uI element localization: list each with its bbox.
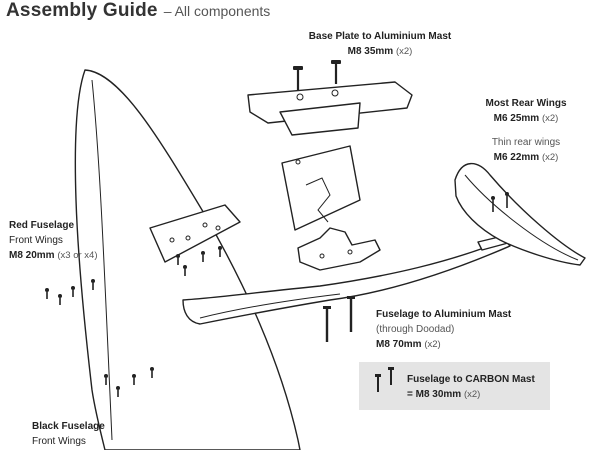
thin-rear-note: Thin rear wings [491, 137, 561, 148]
carbon-mast-screws [375, 367, 394, 392]
front-wing-mount-plate [149, 204, 241, 263]
fuselage-carbon-post: Mast [509, 374, 535, 385]
base-plate-qty: (x2) [395, 46, 413, 57]
most-rear-qty: (x2) [541, 113, 559, 124]
fuselage-alu-note: (through Doodad) [376, 324, 455, 335]
red-fuselage-subheading: Front Wings [9, 235, 63, 246]
most-rear-heading: Most Rear Wings [485, 98, 567, 109]
title-main: Assembly Guide [6, 0, 158, 21]
base-plate-heading: Base Plate to Aluminium Mast [308, 31, 452, 42]
mast-section [281, 145, 361, 231]
fuselage-alu-heading-bold: Aluminium Mast [433, 309, 512, 320]
base-plate-block [279, 102, 361, 136]
page-title: Assembly Guide – All components [6, 0, 270, 22]
label-fuselage-aluminium: Fuselage to Aluminium Mast (through Dood… [376, 307, 511, 352]
thin-rear-spec: M6 22mm [493, 152, 540, 163]
fuselage-alu-qty: (x2) [424, 339, 441, 350]
fuselage-carbon-qty: (x2) [463, 389, 481, 400]
title-subtitle: – All components [163, 3, 271, 19]
red-fuselage-qty: (x3 or x4) [57, 250, 98, 261]
fuselage-alu-spec: M8 70mm [376, 339, 422, 350]
most-rear-spec: M6 25mm [493, 113, 540, 124]
front-wing [74, 69, 301, 450]
doodad-connector [297, 227, 381, 271]
label-black-fuselage: Black Fuselage Front Wings [32, 419, 105, 449]
fuselage [182, 239, 511, 325]
label-base-plate: Base Plate to Aluminium Mast M8 35mm (x2… [295, 29, 465, 59]
label-most-rear-wings: Most Rear Wings M6 25mm (x2) [462, 96, 590, 126]
base-plate-spec: M8 35mm [347, 46, 394, 57]
base-plate-screws [293, 60, 341, 90]
red-fuselage-spec: M8 20mm [9, 250, 55, 261]
fuselage-alu-heading-pre: Fuselage to [376, 309, 434, 320]
label-red-fuselage: Red Fuselage Front Wings M8 20mm (x3 or … [9, 218, 97, 263]
rear-wing-screws [491, 192, 509, 212]
fuselage-carbon-spec: = M8 30mm [407, 389, 462, 400]
red-fuselage-heading: Red Fuselage [9, 220, 75, 231]
fuselage-carbon-pre: Fuselage to [407, 374, 466, 385]
red-fuselage-screws [45, 279, 95, 305]
black-fuselage-screws [104, 367, 154, 397]
aluminium-mast-screws [323, 296, 355, 342]
thin-rear-qty: (x2) [541, 152, 559, 163]
rear-wing [454, 162, 586, 266]
fuselage-carbon-bold: CARBON [465, 374, 510, 385]
black-fuselage-subheading: Front Wings [32, 436, 86, 447]
label-fuselage-carbon: Fuselage to CARBON Mast = M8 30mm (x2) [407, 372, 535, 402]
black-fuselage-heading: Black Fuselage [32, 421, 105, 432]
front-wing-plate-screws [176, 246, 222, 276]
label-thin-rear-wings: Thin rear wings M6 22mm (x2) [466, 135, 586, 165]
